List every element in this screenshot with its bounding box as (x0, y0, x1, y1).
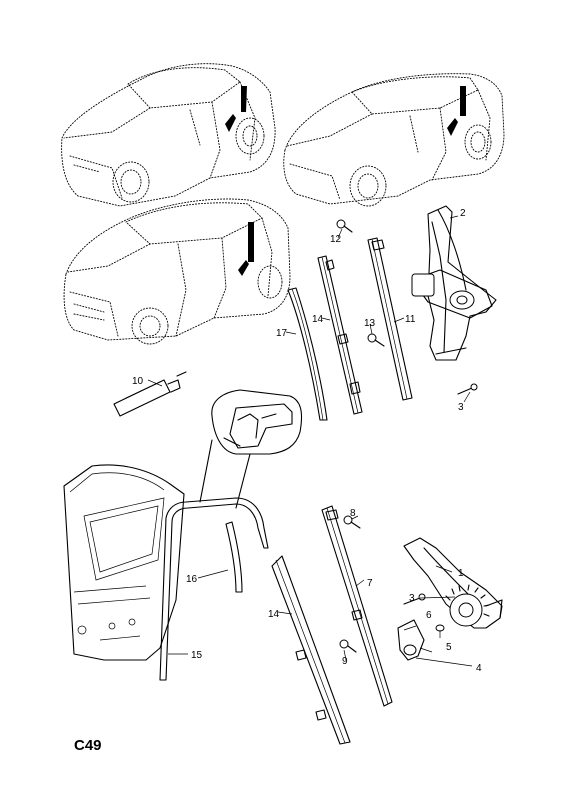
callout-10: 10 (132, 376, 144, 387)
callout-9: 9 (342, 656, 348, 667)
callout-14-upper: 14 (312, 314, 324, 325)
callout-16: 16 (186, 574, 198, 585)
part-17-curved-channel (287, 287, 328, 421)
callout-12: 12 (330, 234, 342, 245)
part-9-screw (339, 639, 357, 653)
callout-13: 13 (364, 318, 376, 329)
seal-section-detail (199, 389, 303, 509)
callout-3-front: 3 (458, 402, 464, 413)
rear-door-shell (63, 464, 185, 661)
part-10-sealing-tube (113, 371, 187, 417)
callout-2: 2 (460, 208, 466, 219)
part-5-crank-handle (397, 619, 425, 661)
callout-7: 7 (367, 578, 373, 589)
callout-3-rear: 3 (409, 593, 415, 604)
part-15-frame-seal (159, 497, 269, 681)
leader-lines (147, 215, 473, 667)
callout-8: 8 (350, 508, 356, 519)
callout-6: 6 (426, 610, 432, 621)
callout-17: 17 (276, 328, 288, 339)
vehicle-hatchback (61, 63, 276, 207)
callout-11: 11 (405, 314, 416, 325)
callout-4: 4 (476, 663, 482, 674)
part-2-electric-window-regulator (411, 205, 497, 361)
part-12-screw (336, 219, 353, 233)
part-14-guide-rail-rear (271, 555, 351, 745)
callout-5: 5 (446, 642, 452, 653)
part-13-screw (367, 333, 385, 347)
callout-numbers: 1 2 3 3 4 5 6 7 8 9 10 11 12 13 14 14 15… (132, 208, 482, 674)
vehicle-mpv (63, 198, 291, 345)
callout-1: 1 (458, 568, 464, 579)
part-3-rivet-rear (403, 593, 426, 605)
page-code: C49 (74, 737, 102, 754)
part-16-curved-channel (225, 521, 243, 593)
part-14-guide-rail-front (317, 255, 363, 415)
callout-14-lower: 14 (268, 609, 280, 620)
vehicle-estate (283, 73, 505, 207)
part-7-guide-rail (321, 505, 393, 707)
part-3-rivet-front (457, 383, 478, 395)
callout-15: 15 (191, 650, 203, 661)
part-8-screw (343, 515, 361, 529)
part-1-manual-window-regulator (403, 537, 503, 629)
part-11-guide-rail (367, 237, 413, 401)
